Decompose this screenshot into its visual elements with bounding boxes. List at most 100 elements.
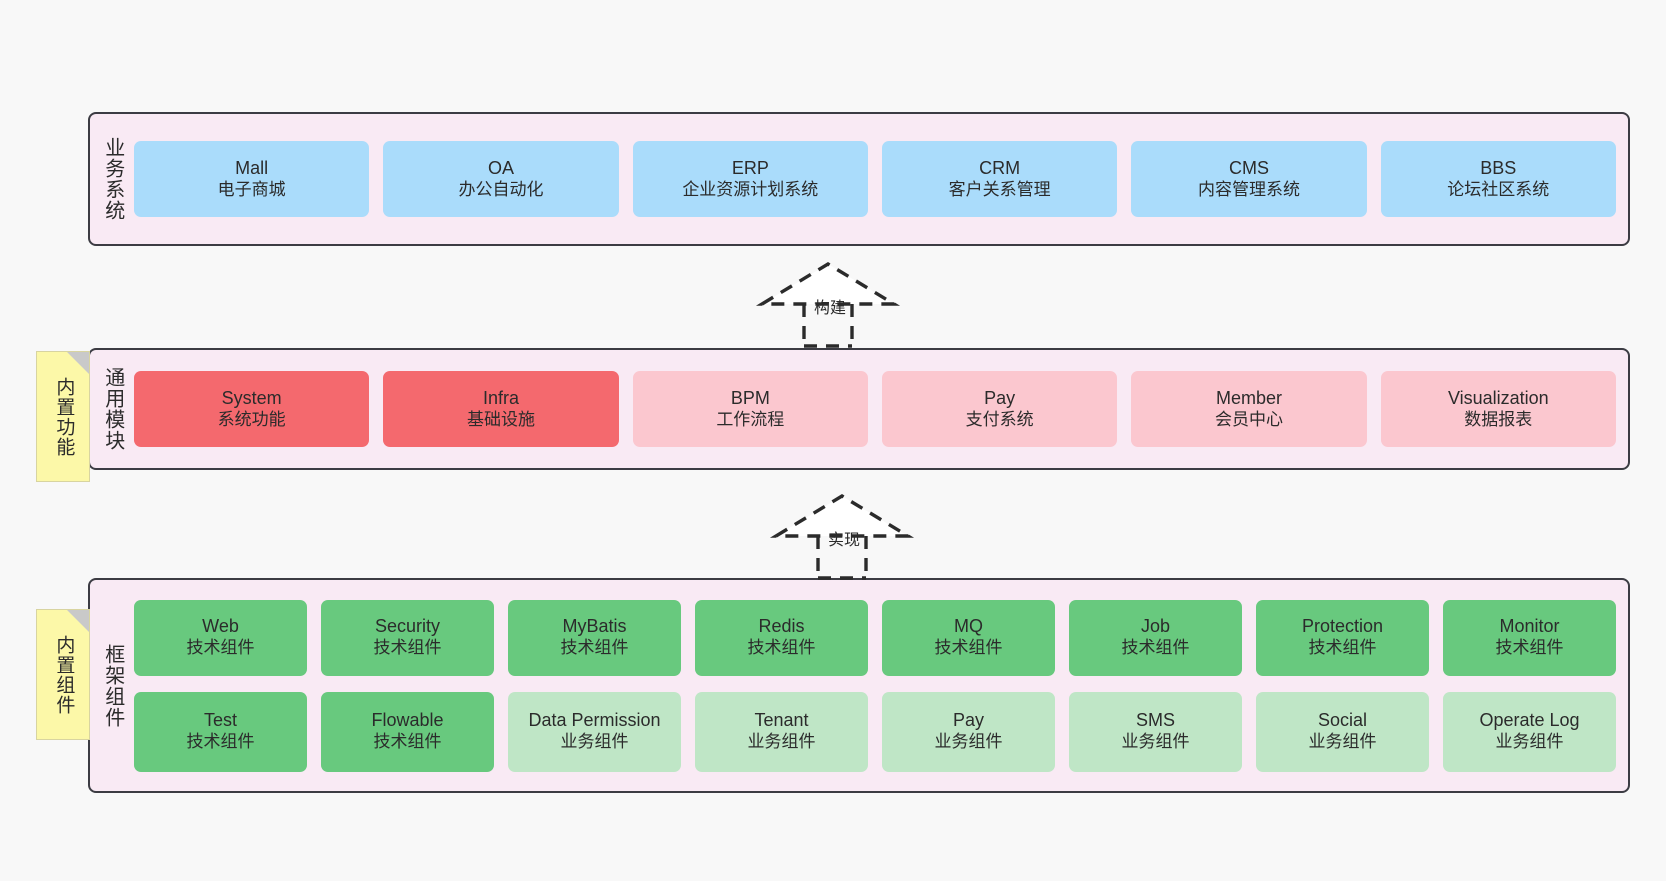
card-row: Web 技术组件 Security 技术组件 MyBatis 技术组件 Redi… <box>134 599 1616 676</box>
card-title-cn: 技术组件 <box>934 638 1003 658</box>
card-flowable[interactable]: Flowable 技术组件 <box>321 691 494 772</box>
card-title-cn: 支付系统 <box>965 409 1034 429</box>
card-mybatis[interactable]: MyBatis 技术组件 <box>508 599 681 676</box>
card-bbs[interactable]: BBS 论坛社区系统 <box>1380 141 1616 217</box>
connector-build-label: 构建 <box>814 300 847 317</box>
card-title-en: SMS <box>1135 710 1175 731</box>
card-title-en: BPM <box>730 387 770 408</box>
card-title-en: Social <box>1317 710 1368 731</box>
note-builtin-function-label: 内置功能 <box>53 376 75 457</box>
card-title-cn: 办公自动化 <box>458 179 544 199</box>
card-title-en: Test <box>203 710 237 731</box>
card-title-cn: 电子商城 <box>217 179 286 199</box>
card-title-en: Pay <box>952 710 985 731</box>
layer-business-system: 业务系统 Mall 电子商城 OA 办公自动化 ERP 企业资源计划系统 CRM… <box>88 112 1630 246</box>
note-fold-icon <box>67 610 89 632</box>
card-erp[interactable]: ERP 企业资源计划系统 <box>632 141 868 217</box>
card-redis[interactable]: Redis 技术组件 <box>695 599 868 676</box>
card-title-en: Job <box>1140 616 1171 637</box>
card-protection[interactable]: Protection 技术组件 <box>1256 599 1429 676</box>
card-pay[interactable]: Pay 支付系统 <box>881 371 1118 447</box>
card-system[interactable]: System 系统功能 <box>134 371 370 447</box>
connector-implement-label: 实现 <box>828 532 861 549</box>
card-row: Test 技术组件 Flowable 技术组件 Data Permission … <box>134 691 1616 772</box>
card-title-cn: 业务组件 <box>1121 732 1190 752</box>
card-mq[interactable]: MQ 技术组件 <box>882 599 1055 676</box>
card-title-en: MyBatis <box>562 616 627 637</box>
card-bpm[interactable]: BPM 工作流程 <box>632 371 868 447</box>
card-title-en: BBS <box>1480 157 1517 178</box>
card-title-en: Protection <box>1301 616 1384 637</box>
card-security[interactable]: Security 技术组件 <box>321 599 494 676</box>
layer-common-module-label: 通用模块 <box>101 367 124 451</box>
card-title-en: Redis <box>758 616 805 637</box>
layer-common-module-body: System 系统功能 Infra 基础设施 BPM 工作流程 Pay 支付系统… <box>134 350 1628 468</box>
connector-build: 构建 <box>752 258 932 348</box>
card-crm[interactable]: CRM 客户关系管理 <box>881 141 1118 217</box>
card-operate-log[interactable]: Operate Log 业务组件 <box>1443 691 1616 772</box>
card-title-cn: 会员中心 <box>1214 409 1283 429</box>
card-title-cn: 论坛社区系统 <box>1447 179 1550 199</box>
card-title-cn: 业务组件 <box>934 732 1003 752</box>
card-title-en: Flowable <box>371 710 444 731</box>
card-title-cn: 技术组件 <box>1121 638 1190 658</box>
card-title-cn: 技术组件 <box>373 732 442 752</box>
card-title-en: MQ <box>954 616 983 637</box>
card-title-cn: 技术组件 <box>1308 638 1377 658</box>
card-title-en: Security <box>374 616 441 637</box>
card-title-cn: 技术组件 <box>1495 638 1564 658</box>
card-title-en: System <box>221 387 282 408</box>
layer-business-system-body: Mall 电子商城 OA 办公自动化 ERP 企业资源计划系统 CRM 客户关系… <box>134 114 1628 244</box>
card-title-en: Infra <box>482 387 519 408</box>
card-pay-component[interactable]: Pay 业务组件 <box>882 691 1055 772</box>
card-title-cn: 技术组件 <box>560 638 629 658</box>
card-title-en: Visualization <box>1447 387 1549 408</box>
card-title-en: OA <box>487 157 514 178</box>
card-title-cn: 企业资源计划系统 <box>682 179 819 199</box>
card-title-cn: 数据报表 <box>1464 409 1533 429</box>
card-infra[interactable]: Infra 基础设施 <box>383 371 619 447</box>
card-web[interactable]: Web 技术组件 <box>134 599 307 676</box>
card-social[interactable]: Social 业务组件 <box>1256 691 1429 772</box>
realization-arrow-icon <box>769 494 915 580</box>
card-title-cn: 业务组件 <box>1308 732 1377 752</box>
card-title-en: CRM <box>979 157 1021 178</box>
layer-framework-component-body: Web 技术组件 Security 技术组件 MyBatis 技术组件 Redi… <box>134 580 1628 791</box>
connector-implement: 实现 <box>766 490 946 580</box>
card-job[interactable]: Job 技术组件 <box>1069 599 1242 676</box>
card-title-cn: 内容管理系统 <box>1197 179 1300 199</box>
card-title-en: Data Permission <box>528 710 661 731</box>
card-visualization[interactable]: Visualization 数据报表 <box>1380 371 1616 447</box>
card-title-cn: 工作流程 <box>716 409 785 429</box>
card-title-en: Member <box>1215 387 1282 408</box>
layer-business-system-label: 业务系统 <box>101 137 124 221</box>
card-title-en: Tenant <box>754 710 809 731</box>
card-title-en: Mall <box>235 157 269 178</box>
note-builtin-component: 内置组件 <box>36 609 90 740</box>
card-title-cn: 业务组件 <box>747 732 816 752</box>
card-title-en: Web <box>202 616 239 637</box>
card-title-en: ERP <box>731 157 769 178</box>
card-title-cn: 业务组件 <box>560 732 629 752</box>
card-title-en: Monitor <box>1499 616 1560 637</box>
card-title-cn: 业务组件 <box>1495 732 1564 752</box>
card-monitor[interactable]: Monitor 技术组件 <box>1443 599 1616 676</box>
card-title-cn: 基础设施 <box>466 409 535 429</box>
card-tenant[interactable]: Tenant 业务组件 <box>695 691 868 772</box>
card-title-en: CMS <box>1228 157 1269 178</box>
note-builtin-function: 内置功能 <box>36 351 90 482</box>
layer-common-module: 通用模块 System 系统功能 Infra 基础设施 BPM 工作流程 Pay… <box>88 348 1630 470</box>
card-title-cn: 技术组件 <box>186 638 255 658</box>
layer-framework-component-label: 框架组件 <box>101 643 124 728</box>
card-title-en: Operate Log <box>1479 710 1580 731</box>
card-cms[interactable]: CMS 内容管理系统 <box>1131 141 1367 217</box>
card-title-en: Pay <box>984 387 1016 408</box>
card-member[interactable]: Member 会员中心 <box>1131 371 1367 447</box>
card-test[interactable]: Test 技术组件 <box>134 691 307 772</box>
card-mall[interactable]: Mall 电子商城 <box>134 141 370 217</box>
card-oa[interactable]: OA 办公自动化 <box>383 141 619 217</box>
card-sms[interactable]: SMS 业务组件 <box>1069 691 1242 772</box>
card-title-cn: 系统功能 <box>217 409 286 429</box>
card-data-permission[interactable]: Data Permission 业务组件 <box>508 691 681 772</box>
